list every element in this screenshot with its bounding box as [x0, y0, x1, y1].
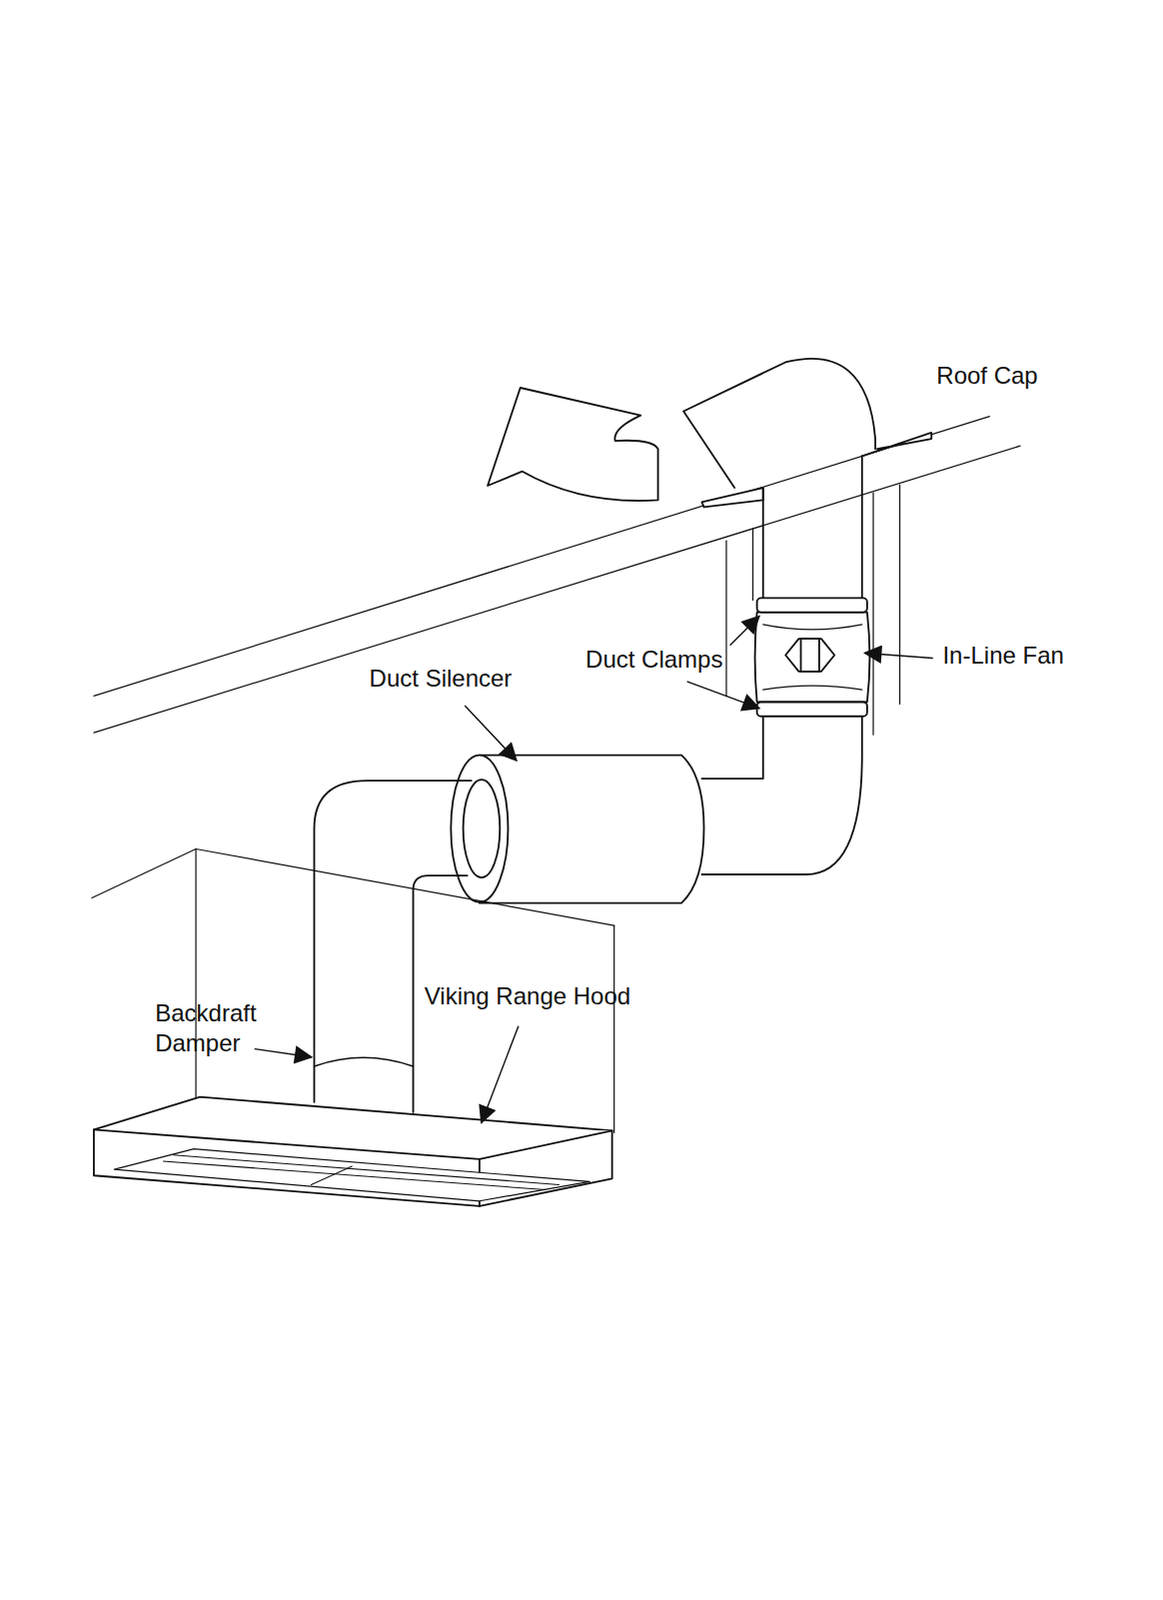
part-label: Duct Silencer [369, 663, 513, 694]
roof-cap [683, 358, 932, 508]
part-label: Duct Clamps [585, 644, 723, 675]
leader-lines [254, 616, 933, 1123]
part-label: Roof Cap [936, 360, 1038, 391]
in-line-fan [755, 597, 871, 716]
part-label: Viking Range Hood [424, 981, 631, 1012]
roof-opening [726, 484, 901, 735]
duct-silencer [450, 755, 704, 904]
airflow-arrow [487, 387, 659, 501]
hood-duct [313, 780, 471, 1113]
range-hood [93, 1097, 613, 1206]
part-label: In-Line Fan [942, 640, 1064, 671]
part-label: Backdraft Damper [154, 998, 273, 1059]
